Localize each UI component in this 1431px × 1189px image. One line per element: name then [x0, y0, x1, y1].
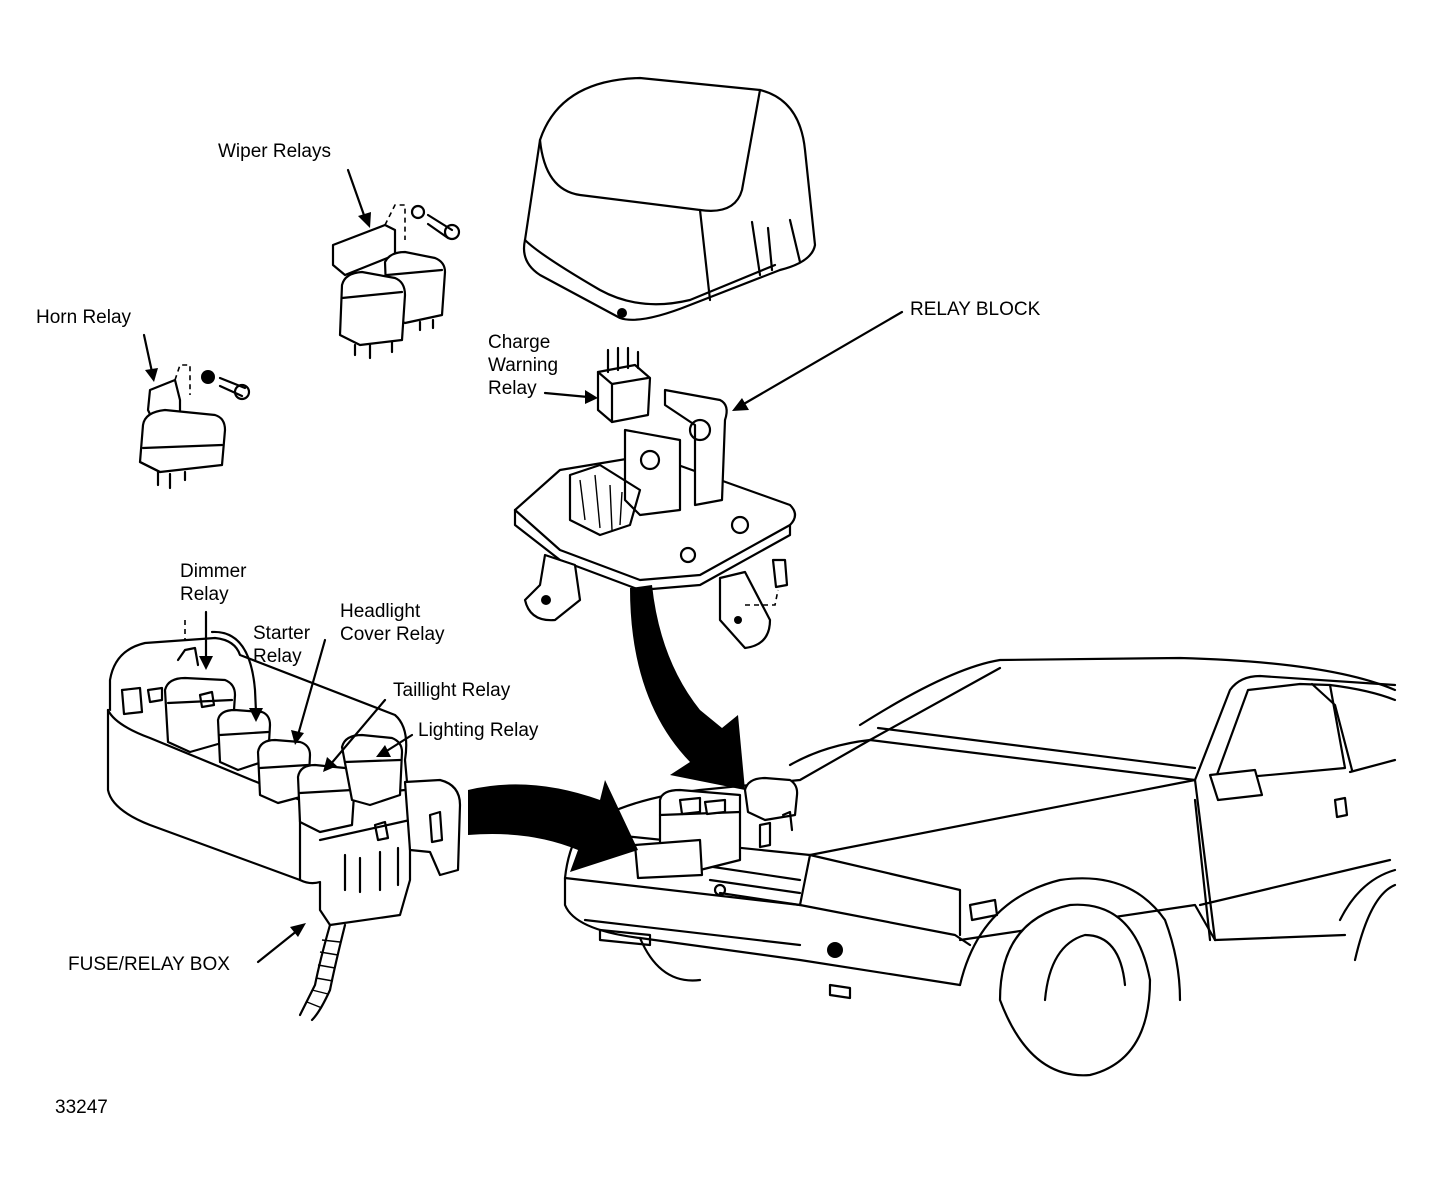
starter-relay-label-line1: Starter: [253, 623, 311, 644]
leader-arrows: [142, 168, 904, 964]
fuse-relay-box: [106, 620, 462, 1022]
charge-warning-relay-label-line1: Charge: [488, 332, 551, 353]
charge-warning-relay-label-line2: Warning: [488, 355, 559, 376]
charge-warning-relay-label-line3: Relay: [488, 378, 537, 399]
starter-relay-label-line2: Relay: [253, 646, 302, 667]
fuse-relay-box-label: FUSE/RELAY BOX: [68, 954, 230, 975]
big-curved-arrows: [468, 585, 745, 872]
relay-block-cover: [522, 76, 817, 321]
dimmer-relay-label-line1: Dimmer: [180, 561, 247, 582]
headlight-cover-relay-label-line1: Headlight: [340, 601, 421, 622]
figure-number: 33247: [55, 1097, 108, 1118]
horn-relay-label: Horn Relay: [36, 307, 132, 328]
taillight-relay-label: Taillight Relay: [393, 680, 511, 701]
relay-block-label: RELAY BLOCK: [910, 299, 1041, 320]
horn-relay: [138, 364, 251, 490]
wiper-relays: [331, 204, 461, 360]
relay-block-bracket: [513, 388, 797, 650]
lighting-relay-label: Lighting Relay: [418, 720, 539, 741]
dimmer-relay-label-line2: Relay: [180, 584, 229, 605]
wiper-relays-label: Wiper Relays: [218, 141, 331, 162]
car-body: [563, 656, 1397, 1077]
headlight-cover-relay-label-line2: Cover Relay: [340, 624, 445, 645]
charge-warning-relay: [596, 346, 652, 424]
